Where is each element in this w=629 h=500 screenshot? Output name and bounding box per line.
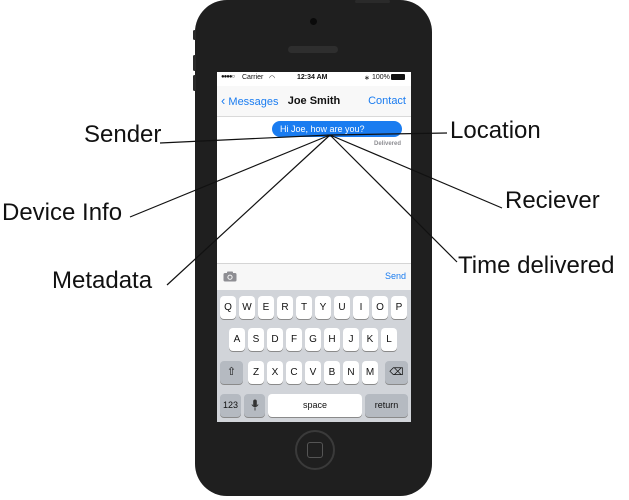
message-bubble[interactable]: Hi Joe, how are you? [272, 121, 402, 137]
key-r[interactable]: R [277, 296, 293, 319]
volume-down-button [193, 75, 196, 91]
key-d[interactable]: D [267, 328, 283, 351]
key-c[interactable]: C [286, 361, 302, 384]
key-q[interactable]: Q [220, 296, 236, 319]
receiver-label: Reciever [505, 187, 600, 214]
key-w[interactable]: W [239, 296, 255, 319]
send-button[interactable]: Send [384, 271, 406, 281]
key-y[interactable]: Y [315, 296, 331, 319]
key-s[interactable]: S [248, 328, 264, 351]
time-delivered-label: Time delivered [458, 252, 615, 279]
device-info-label: Device Info [2, 199, 123, 226]
power-button [355, 0, 390, 3]
key-b[interactable]: B [324, 361, 340, 384]
location-pointer [329, 132, 448, 136]
mute-switch [193, 30, 196, 40]
numbers-key[interactable]: 123 [220, 394, 241, 417]
shift-icon: ⇧ [226, 366, 237, 378]
back-label: Messages [228, 96, 279, 108]
delete-key[interactable]: ⌫ [385, 361, 408, 384]
key-i[interactable]: I [353, 296, 369, 319]
keyboard: Q W E R T Y U I O P A S D F G H J K L ⇧ … [217, 290, 411, 422]
home-button[interactable] [295, 430, 335, 470]
home-button-icon [307, 442, 323, 458]
battery-icon [391, 74, 405, 80]
delete-icon: ⌫ [389, 367, 404, 378]
bluetooth-icon: ∗ [364, 75, 370, 82]
conversation-title: Joe Smith [287, 95, 341, 107]
space-key[interactable]: space [268, 394, 362, 417]
key-a[interactable]: A [229, 328, 245, 351]
key-u[interactable]: U [334, 296, 350, 319]
earpiece [288, 46, 338, 53]
metadata-label: Metadata [52, 267, 153, 294]
mic-icon [250, 399, 259, 411]
signal-icon: ●●●●○ [221, 74, 235, 80]
key-v[interactable]: V [305, 361, 321, 384]
key-e[interactable]: E [258, 296, 274, 319]
return-key[interactable]: return [365, 394, 408, 417]
key-h[interactable]: H [324, 328, 340, 351]
input-bar: Send [217, 263, 411, 290]
key-o[interactable]: O [372, 296, 388, 319]
key-m[interactable]: M [362, 361, 378, 384]
key-t[interactable]: T [296, 296, 312, 319]
key-n[interactable]: N [343, 361, 359, 384]
status-bar: ●●●●○ Carrier ◠ 12:34 AM ∗ 100% [217, 72, 411, 84]
sender-pointer [159, 134, 331, 144]
battery-percent: 100% [372, 74, 390, 81]
receiver-pointer [329, 134, 503, 209]
key-l[interactable]: L [381, 328, 397, 351]
sender-label: Sender [84, 121, 162, 148]
chevron-left-icon: ‹ [221, 93, 226, 108]
shift-key[interactable]: ⇧ [220, 361, 243, 384]
delivery-status: Delivered [373, 141, 401, 147]
volume-up-button [193, 55, 196, 71]
key-p[interactable]: P [391, 296, 407, 319]
device-info-pointer [129, 134, 331, 218]
camera-icon[interactable] [223, 271, 237, 282]
carrier-label: Carrier [242, 74, 264, 81]
wifi-icon: ◠ [269, 75, 276, 82]
time-delivered-pointer [329, 134, 458, 263]
clock: 12:34 AM [297, 74, 328, 81]
contact-button[interactable]: Contact [368, 95, 406, 107]
metadata-pointer [166, 134, 331, 286]
nav-bar: ‹ Messages Joe Smith Contact [217, 86, 411, 117]
back-button[interactable]: ‹ Messages [221, 93, 279, 108]
front-camera [310, 18, 317, 25]
key-j[interactable]: J [343, 328, 359, 351]
key-x[interactable]: X [267, 361, 283, 384]
dictation-key[interactable] [244, 394, 265, 417]
key-k[interactable]: K [362, 328, 378, 351]
key-f[interactable]: F [286, 328, 302, 351]
key-z[interactable]: Z [248, 361, 264, 384]
key-g[interactable]: G [305, 328, 321, 351]
phone-screen: ●●●●○ Carrier ◠ 12:34 AM ∗ 100% ‹ Messag… [217, 72, 411, 422]
location-label: Location [450, 117, 541, 144]
